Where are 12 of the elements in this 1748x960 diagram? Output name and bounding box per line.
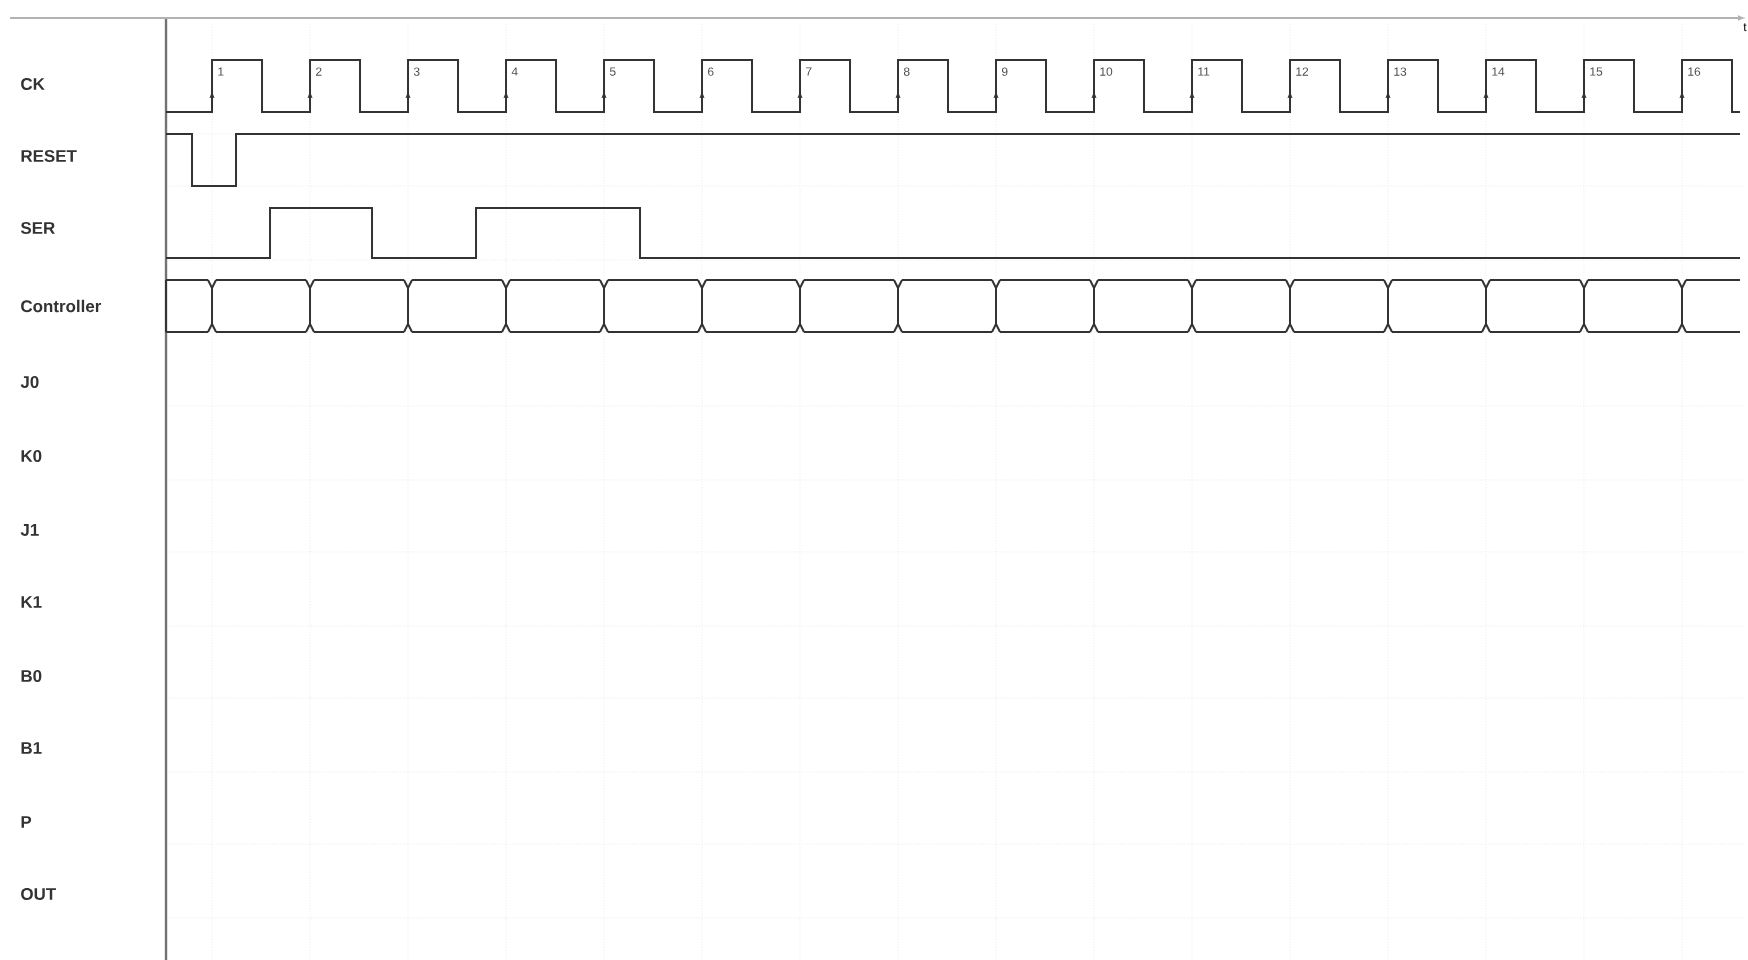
signal-label: B0 bbox=[21, 670, 42, 682]
signal-label: P bbox=[21, 816, 32, 828]
signal-label: CK bbox=[21, 78, 45, 90]
signal-label: J1 bbox=[20, 524, 39, 536]
signal-label: SER bbox=[20, 222, 55, 234]
signal-label: J0 bbox=[20, 376, 39, 388]
signal-label: RESET bbox=[21, 150, 77, 162]
signal-label: Controller bbox=[21, 299, 102, 313]
signal-label: K0 bbox=[21, 450, 42, 462]
signal-label: K1 bbox=[21, 596, 42, 608]
signal-label: B1 bbox=[21, 742, 42, 754]
signal-label: OUT bbox=[21, 888, 56, 900]
